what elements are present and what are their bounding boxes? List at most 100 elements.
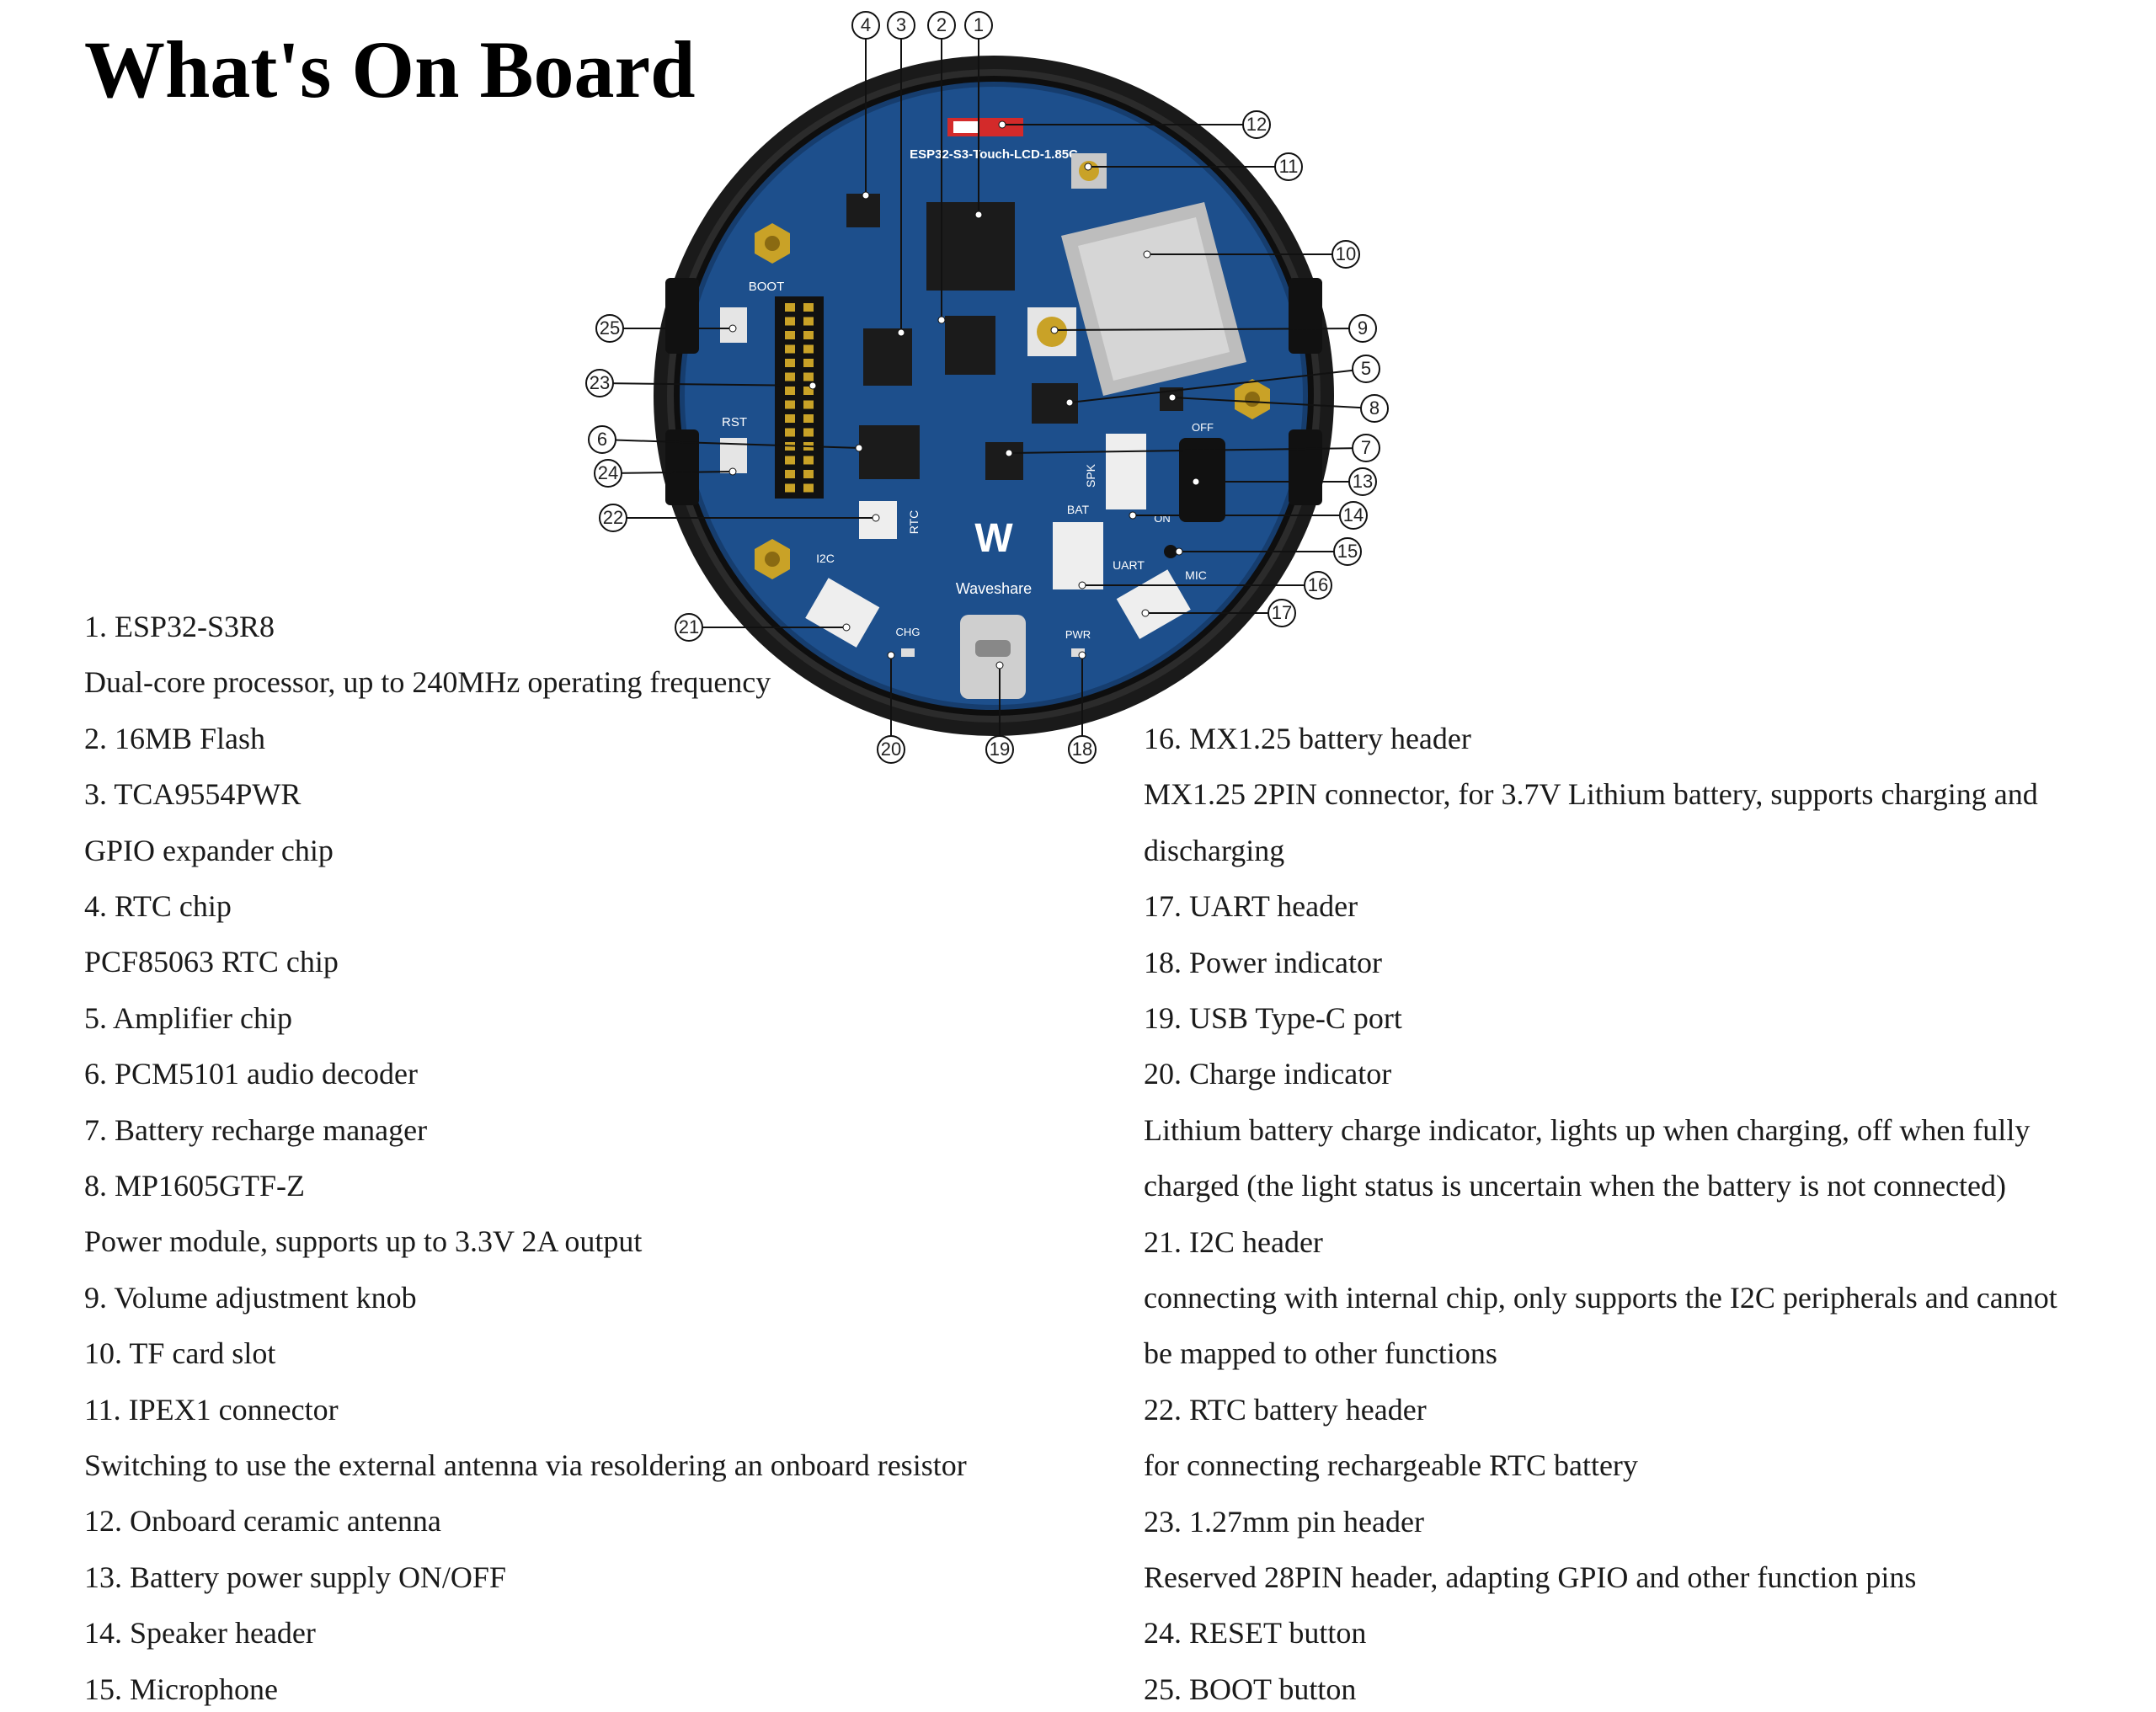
header-pin — [803, 400, 814, 409]
side-clip — [665, 429, 699, 505]
callout-number: 14 — [1343, 504, 1364, 525]
callout-anchor-dot — [855, 444, 863, 452]
callout-circle — [1352, 434, 1380, 462]
callout-anchor-dot — [1175, 547, 1183, 556]
callout-anchor-dot — [937, 316, 946, 324]
callout-circle — [675, 613, 703, 642]
left-col-line: PCF85063 RTC chip — [84, 945, 339, 979]
callout-anchor-dot — [897, 328, 905, 337]
battery-header — [1053, 522, 1103, 589]
left-col-line: 2. 16MB Flash — [84, 721, 266, 755]
callout-anchor-dot — [1005, 449, 1013, 457]
callout-leader-line — [601, 439, 860, 449]
header-pin — [803, 303, 814, 312]
header-pin — [803, 344, 814, 354]
right-col-line: MX1.25 2PIN connector, for 3.7V Lithium … — [1144, 777, 2038, 812]
right-col-line: 18. Power indicator — [1144, 945, 1382, 979]
right-col-line: 22. RTC battery header — [1144, 1392, 1427, 1427]
callout-leader-line — [599, 382, 814, 387]
callout-circle — [1331, 240, 1360, 269]
callout-number: 2 — [937, 14, 947, 35]
callout-number: 9 — [1358, 317, 1368, 339]
spk-label: SPK — [1084, 463, 1097, 488]
callout-number: 8 — [1369, 397, 1380, 419]
callout-number: 19 — [990, 739, 1010, 760]
callout-leader-line — [1069, 368, 1367, 403]
rtc-chip — [846, 194, 880, 227]
left-col-line: 10. TF card slot — [84, 1336, 276, 1371]
callout-number: 5 — [1361, 358, 1371, 379]
callout-circle — [1274, 152, 1303, 181]
left-col-line: GPIO expander chip — [84, 833, 334, 867]
speaker-header — [1106, 434, 1146, 509]
side-clip — [665, 278, 699, 354]
header-pin — [785, 359, 795, 367]
callout-anchor-dot — [728, 467, 737, 476]
uart-header — [1116, 569, 1191, 639]
callout-leader-line — [1171, 397, 1375, 409]
left-col-line: 5. Amplifier chip — [84, 1000, 292, 1035]
callout-number: 11 — [1279, 156, 1299, 177]
right-col-line: Lithium battery charge indicator, lights… — [1144, 1112, 2031, 1147]
power-switch[interactable] — [1179, 438, 1225, 522]
right-col-line: 17. UART header — [1144, 889, 1358, 924]
callout-leader-line — [1054, 328, 1364, 331]
callout-number: 3 — [896, 14, 906, 35]
charge-led — [901, 648, 915, 657]
power-led — [1071, 648, 1085, 657]
callout-anchor-dot — [995, 661, 1004, 669]
callout-number: 23 — [590, 372, 610, 393]
boot-label: BOOT — [749, 280, 785, 294]
callout-anchor-dot — [1078, 581, 1086, 589]
board-model-label: ESP32-S3-Touch-LCD-1.85C — [910, 147, 1078, 162]
i2c-label: I2C — [816, 552, 835, 565]
callout-circle — [985, 735, 1014, 764]
callout-number: 6 — [597, 429, 607, 450]
callout-circle — [1304, 571, 1332, 600]
callout-number: 12 — [1246, 114, 1267, 135]
callout-anchor-dot — [1065, 398, 1074, 407]
on-label: ON — [1154, 512, 1171, 525]
callout-anchor-dot — [728, 324, 737, 333]
header-pin — [785, 470, 795, 478]
mounting-standoffs — [755, 223, 1270, 579]
right-col-line: 20. Charge indicator — [1144, 1057, 1392, 1091]
left-col-line: Power module, supports up to 3.3V 2A out… — [84, 1224, 643, 1259]
callout-anchor-dot — [887, 651, 895, 659]
callout-leader-line — [607, 471, 734, 474]
left-col-line: 4. RTC chip — [84, 889, 232, 923]
header-pin — [785, 414, 795, 423]
pin-header — [775, 296, 824, 499]
callout-circle — [1360, 394, 1389, 423]
right-col-line: 19. USB Type-C port — [1144, 1001, 1402, 1035]
waveshare-logo: W — [974, 516, 1013, 561]
rtc-label: RTC — [907, 510, 921, 535]
left-col-line: 3. TCA9554PWR — [84, 777, 302, 812]
callout-circle — [964, 11, 993, 40]
callout-circle — [599, 504, 627, 532]
callout-leader-line — [1008, 447, 1367, 454]
callout-circle — [887, 11, 915, 40]
callout-anchor-dot — [1192, 477, 1200, 486]
microphone — [1164, 545, 1177, 558]
right-col-line: 21. I2C header — [1144, 1224, 1323, 1259]
right-col-line: 25. BOOT button — [1144, 1672, 1357, 1706]
right-col-line: charged (the light status is uncertain w… — [1144, 1169, 2007, 1203]
header-pin — [785, 387, 795, 395]
header-pin — [785, 456, 795, 465]
header-pin — [803, 483, 814, 493]
callout-number: 13 — [1353, 471, 1373, 492]
callout-number: 15 — [1337, 541, 1358, 562]
pcm5101-chip — [859, 425, 920, 479]
brand-label: Waveshare — [956, 580, 1032, 597]
header-pin — [785, 331, 795, 339]
callout-anchor-dot — [1168, 393, 1177, 402]
left-col-line: 8. MP1605GTF-Z — [84, 1169, 306, 1203]
off-label: OFF — [1192, 421, 1214, 434]
header-pin — [803, 372, 814, 381]
i2c-header — [805, 578, 880, 648]
esp32-s3r8-chip — [926, 202, 1015, 291]
board-diagram: ESP32-S3-Touch-LCD-1.85C BOOT RST RTC W … — [585, 11, 1389, 764]
right-col-line: connecting with internal chip, only supp… — [1144, 1281, 2057, 1315]
